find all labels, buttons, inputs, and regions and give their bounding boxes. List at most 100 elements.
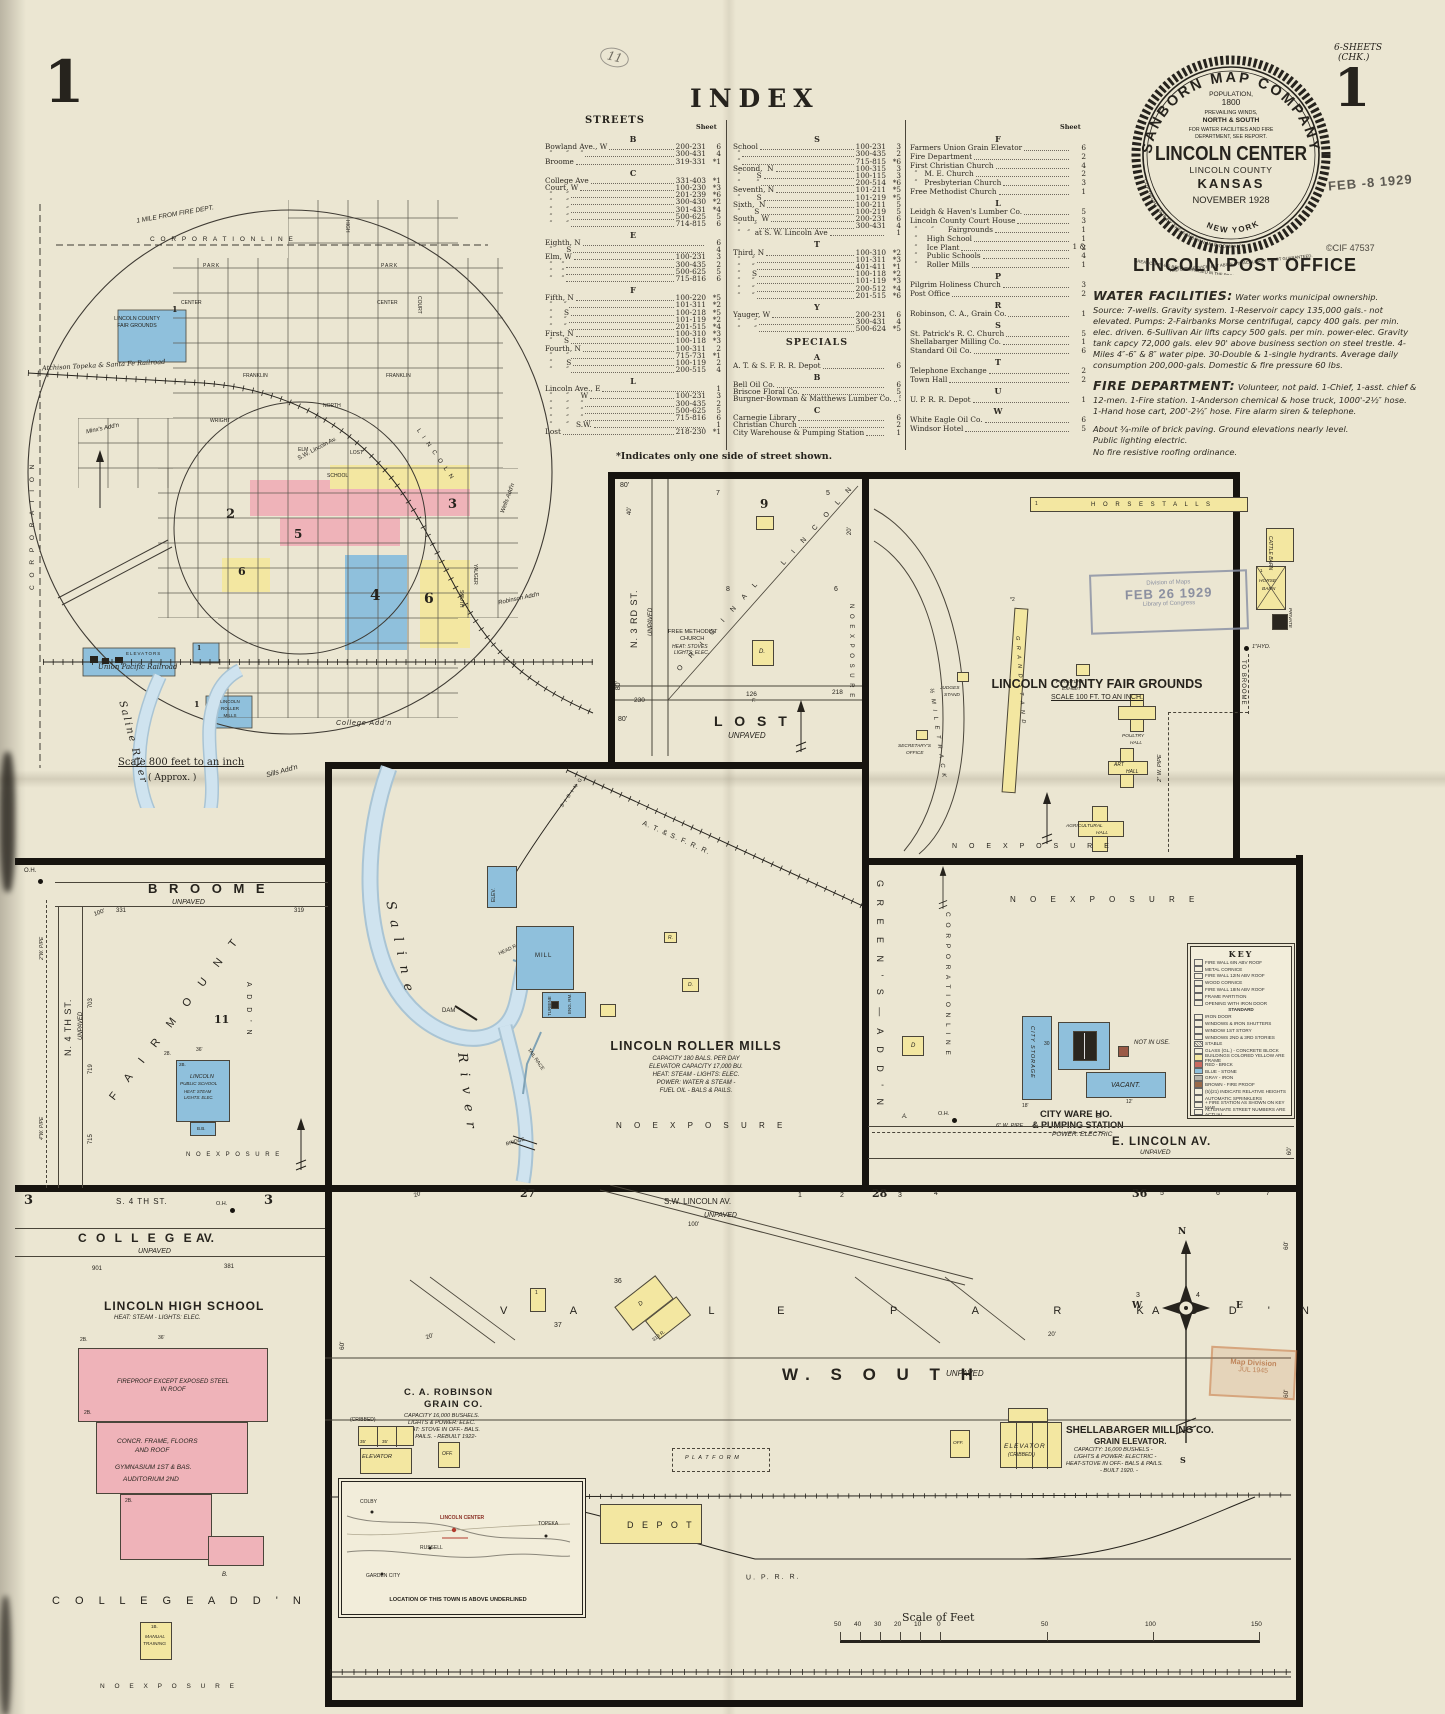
index-leader-dots [767,206,854,208]
key-row-text: BROWN - FIRE PROOF [1205,1082,1255,1088]
index-leader-dots [566,273,674,275]
index-leader-dots [571,225,674,227]
water-facilities-body: Source: 7-wells. Gravity system. 1-Reser… [1093,304,1409,371]
stories-note: B.B. [197,1126,206,1131]
water-pipe-dashed [1168,712,1169,852]
index-leader-dots [829,235,884,237]
cribbed-note: (CRIBBED.) [1008,1452,1035,1458]
poultry-hall-label: POULTRY [1122,734,1145,739]
bottom-strip-lines [325,1185,1292,1678]
index-entry-name: ″ S [545,357,572,367]
frame-bar [1233,472,1240,865]
church-label-1: FREE METHODIST [668,629,718,635]
index-entry-sheet: *5 [712,293,721,303]
index-entry-name: White Eagle Oil Co. [910,414,983,424]
elevators-label: ELEVATORS [126,651,162,656]
index-entry-range: 301-431 [675,204,706,214]
overview-map [27,200,595,808]
index-leader-dots [974,158,1069,160]
machinery-block [551,1001,559,1009]
index-entry-name: ″ ″ W [545,391,589,401]
scale-tick [900,1632,901,1641]
water-facilities-title: WATER FACILITIES: [1093,288,1233,303]
frame-bar [862,472,869,1192]
high-school-building: FIREPROOF EXCEPT EXPOSED STEEL IN ROOF 2… [78,1348,268,1422]
north-arrow-icon [795,700,807,753]
street-label-wright: WRIGHT [210,418,231,424]
index-entry-sheet: *2 [892,269,901,279]
index-entry-name: Second, N [733,163,774,173]
index-entry-name: ″ ″ S.W. [545,420,592,430]
key-row-text: RED - BRICK [1205,1061,1233,1067]
index-entry-range: 101-311 [855,254,886,264]
index-entry-sheet: 2 [716,259,721,269]
index-entry-sheet: 2 [1081,151,1086,161]
compass-east-label: E [1236,1301,1243,1311]
horse-barn-label: BARN [1262,587,1276,592]
index-entry-sheet: 4 [896,221,901,231]
scale-number: 20 [894,1621,902,1628]
street-label-south: SOUTH [458,590,464,608]
index-leader-dots [995,231,1069,233]
lost-panel-lines [615,479,862,756]
building [756,516,774,530]
index-entry-sheet: 2 [716,357,721,367]
index-entry-range: 100-310 [855,247,886,257]
index-entry-name: ″ ″ ″ [545,149,584,159]
index-entry-name: ″ ″ [545,314,567,324]
index-row: Standard Oil Co.6 [910,346,1086,355]
index-leader-dots [570,343,674,345]
key-row-text: FIRE WALL 6IN ABV ROOF [1205,959,1263,965]
index-entry-range: 101-211 [855,185,886,195]
street-line [82,906,83,1188]
roller-mills-detail: FUEL OIL - BALS & PAILS. [659,1088,733,1094]
no-exposure-label: N O E X P O S U R E [848,604,854,700]
building-note: AUDITORIUM 2ND [123,1476,179,1483]
index-entry-name: Court, W [545,182,579,192]
index-section-letter: C [629,167,637,178]
index-entry-name: Elm, W [545,252,572,262]
n4th-unpaved: UNPAVED [78,1011,84,1040]
outbuilding: R. [664,932,677,943]
mill-elevator-building [487,866,517,908]
key-symbol-swatch [1194,1047,1203,1054]
index-leader-dots [965,430,1069,432]
index-row: W [910,404,1086,416]
building-note: CONCR. FRAME, FLOORS [117,1438,198,1445]
index-entry-sheet: 2 [896,420,901,430]
public-school-annex: B.B. [190,1122,216,1136]
corporation-line-label: C O R P O R A T I O N L I N E [944,912,951,1057]
dam-label: DAM [442,1008,456,1014]
index-entry-range: 331-403 [675,175,706,185]
index-entry-name: Sixth, N [733,199,766,209]
outbuilding [600,1004,616,1017]
index-sheet-label: Sheet [1060,123,1081,131]
elevator-label: ELEVATOR [1004,1443,1046,1450]
map-division-stamp: Map Division JUL 1945 [1208,1345,1298,1401]
index-row: S [910,318,1086,330]
index-section-letter: C [813,405,821,416]
index-entry-range: 100-115 [855,170,886,180]
index-leader-dots [602,391,704,393]
lot-number: 7 [716,490,720,497]
dim-label: 40' [626,507,633,516]
mill-elevator-label: ELEV. [491,888,497,902]
index-leader-dots [571,218,674,220]
index-section-letter: SPECIALS [785,337,849,349]
street-label-park: PARK [203,263,221,269]
key-title: KEY [1228,949,1254,959]
key-row-text: FIRE WALL 18IN ABV ROOF [1205,987,1265,993]
index-entry-name: ″ ″ [545,197,570,207]
index-leader-dots [893,401,897,403]
building-divider [377,1427,378,1447]
index-row: Bell Oil Co.6 [733,380,901,389]
street-line [58,906,59,1188]
